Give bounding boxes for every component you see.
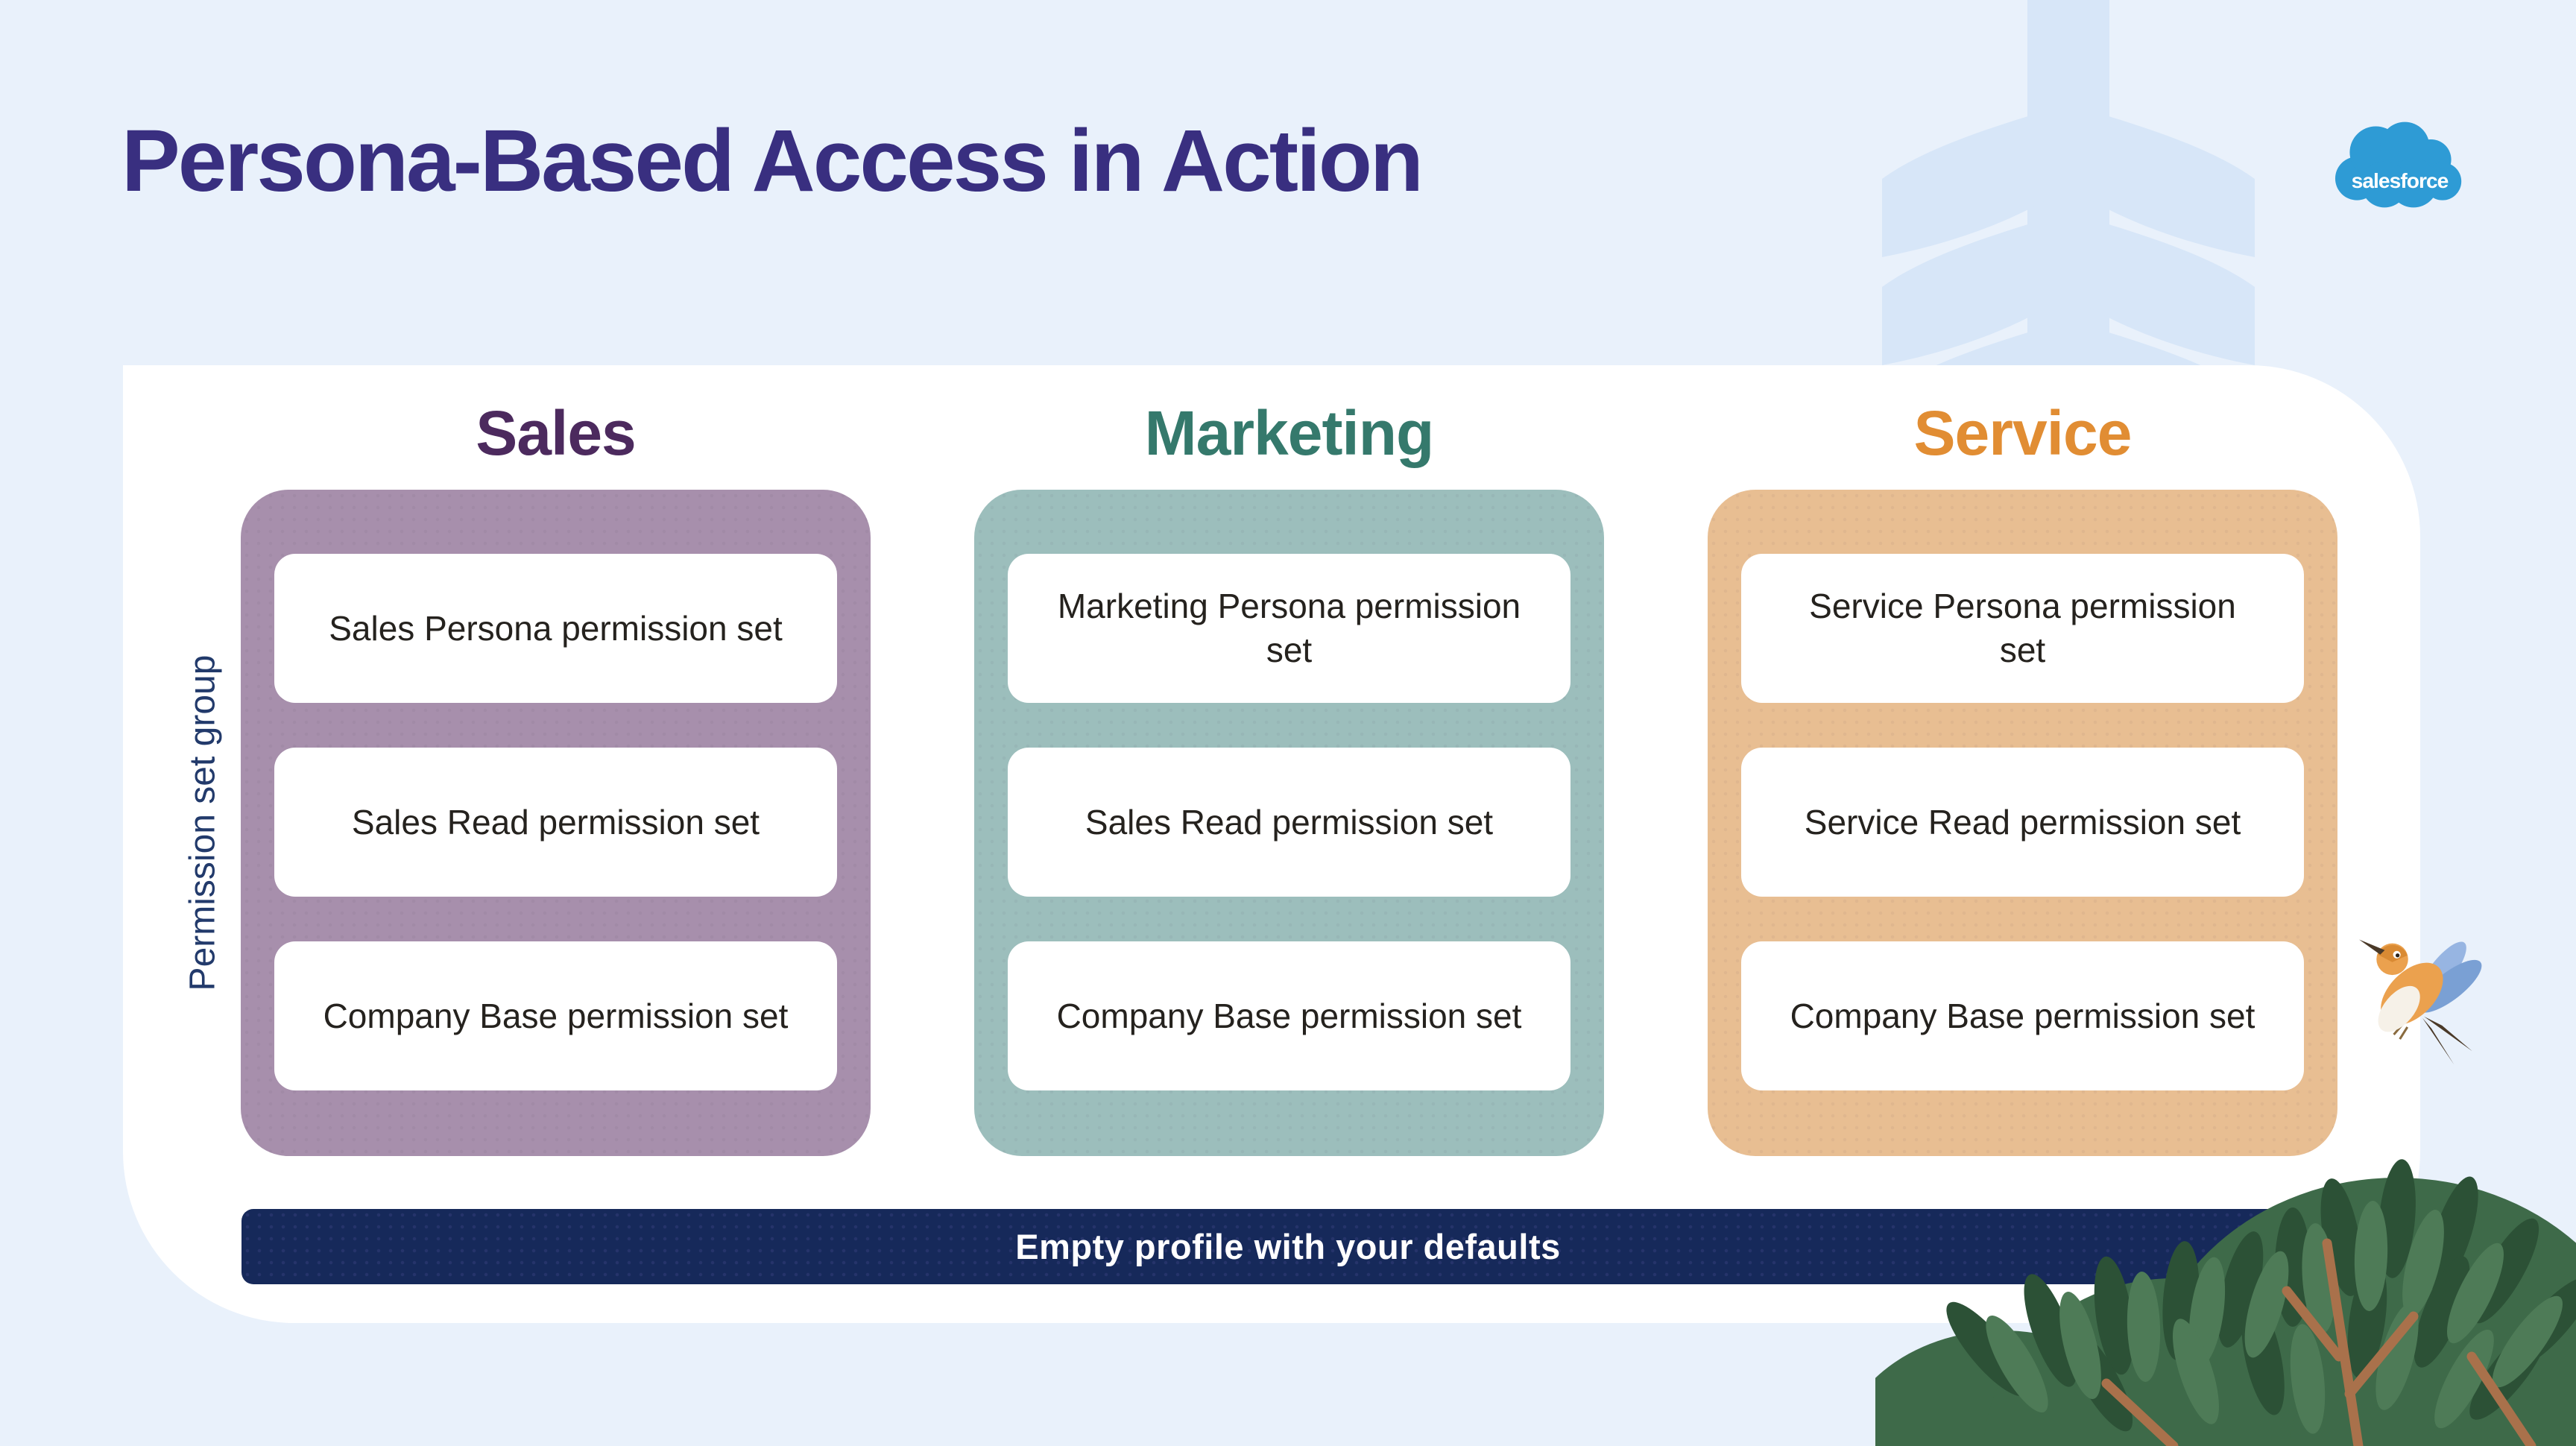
permission-set-card-label: Service Persona permission set	[1809, 587, 2236, 669]
column-header-marketing: Marketing	[1144, 397, 1435, 468]
permission-set-group-label: Permission set group	[183, 654, 223, 991]
bird-tail	[2422, 1017, 2455, 1065]
permission-set-group-box-sales: Sales Persona permission set Sales Read …	[241, 490, 871, 1156]
permission-set-card: Company Base permission set	[1008, 941, 1570, 1090]
column-header-sales: Sales	[476, 397, 637, 468]
empty-profile-bar: Empty profile with your defaults	[242, 1209, 2334, 1284]
salesforce-logo-text: salesforce	[2352, 168, 2449, 192]
permission-set-card-label: Sales Persona permission set	[329, 608, 783, 648]
permission-set-group-box-marketing: Marketing Persona permission set Sales R…	[974, 490, 1604, 1156]
salesforce-logo: salesforce	[2334, 121, 2462, 208]
persona-column-service: Service Service Persona permission set S…	[1708, 389, 2337, 1156]
permission-set-card-label: Company Base permission set	[323, 996, 789, 1035]
pine-tree-watermark-icon	[1882, 0, 2255, 417]
permission-set-card: Service Read permission set	[1741, 748, 2304, 897]
permission-set-card: Company Base permission set	[1741, 941, 2304, 1090]
column-header-service: Service	[1913, 397, 2133, 468]
page-title: Persona-Based Access in Action	[121, 112, 1424, 210]
permission-set-card-label: Company Base permission set	[1056, 996, 1522, 1035]
permission-set-card-label: Sales Read permission set	[351, 802, 760, 842]
persona-column-marketing: Marketing Marketing Persona permission s…	[974, 389, 1604, 1156]
permission-set-group-box-service: Service Persona permission set Service R…	[1708, 490, 2337, 1156]
permission-set-card-label: Company Base permission set	[1790, 996, 2255, 1035]
bird-tail	[2424, 1016, 2472, 1052]
permission-set-card: Sales Persona permission set	[274, 554, 837, 703]
permission-set-card: Marketing Persona permission set	[1008, 554, 1570, 703]
permission-set-card: Sales Read permission set	[274, 748, 837, 897]
persona-column-sales: Sales Sales Persona permission set Sales…	[241, 389, 871, 1156]
permission-set-card-label: Service Read permission set	[1804, 802, 2241, 842]
bird-front-wing	[2417, 959, 2482, 1013]
permission-set-card: Company Base permission set	[274, 941, 837, 1090]
permission-set-card-label: Sales Read permission set	[1085, 802, 1494, 842]
empty-profile-bar-label: Empty profile with your defaults	[1015, 1227, 1561, 1266]
permission-set-card: Sales Read permission set	[1008, 748, 1570, 897]
permission-set-card-label: Marketing Persona permission set	[1057, 587, 1521, 669]
permission-set-card: Service Persona permission set	[1741, 554, 2304, 703]
